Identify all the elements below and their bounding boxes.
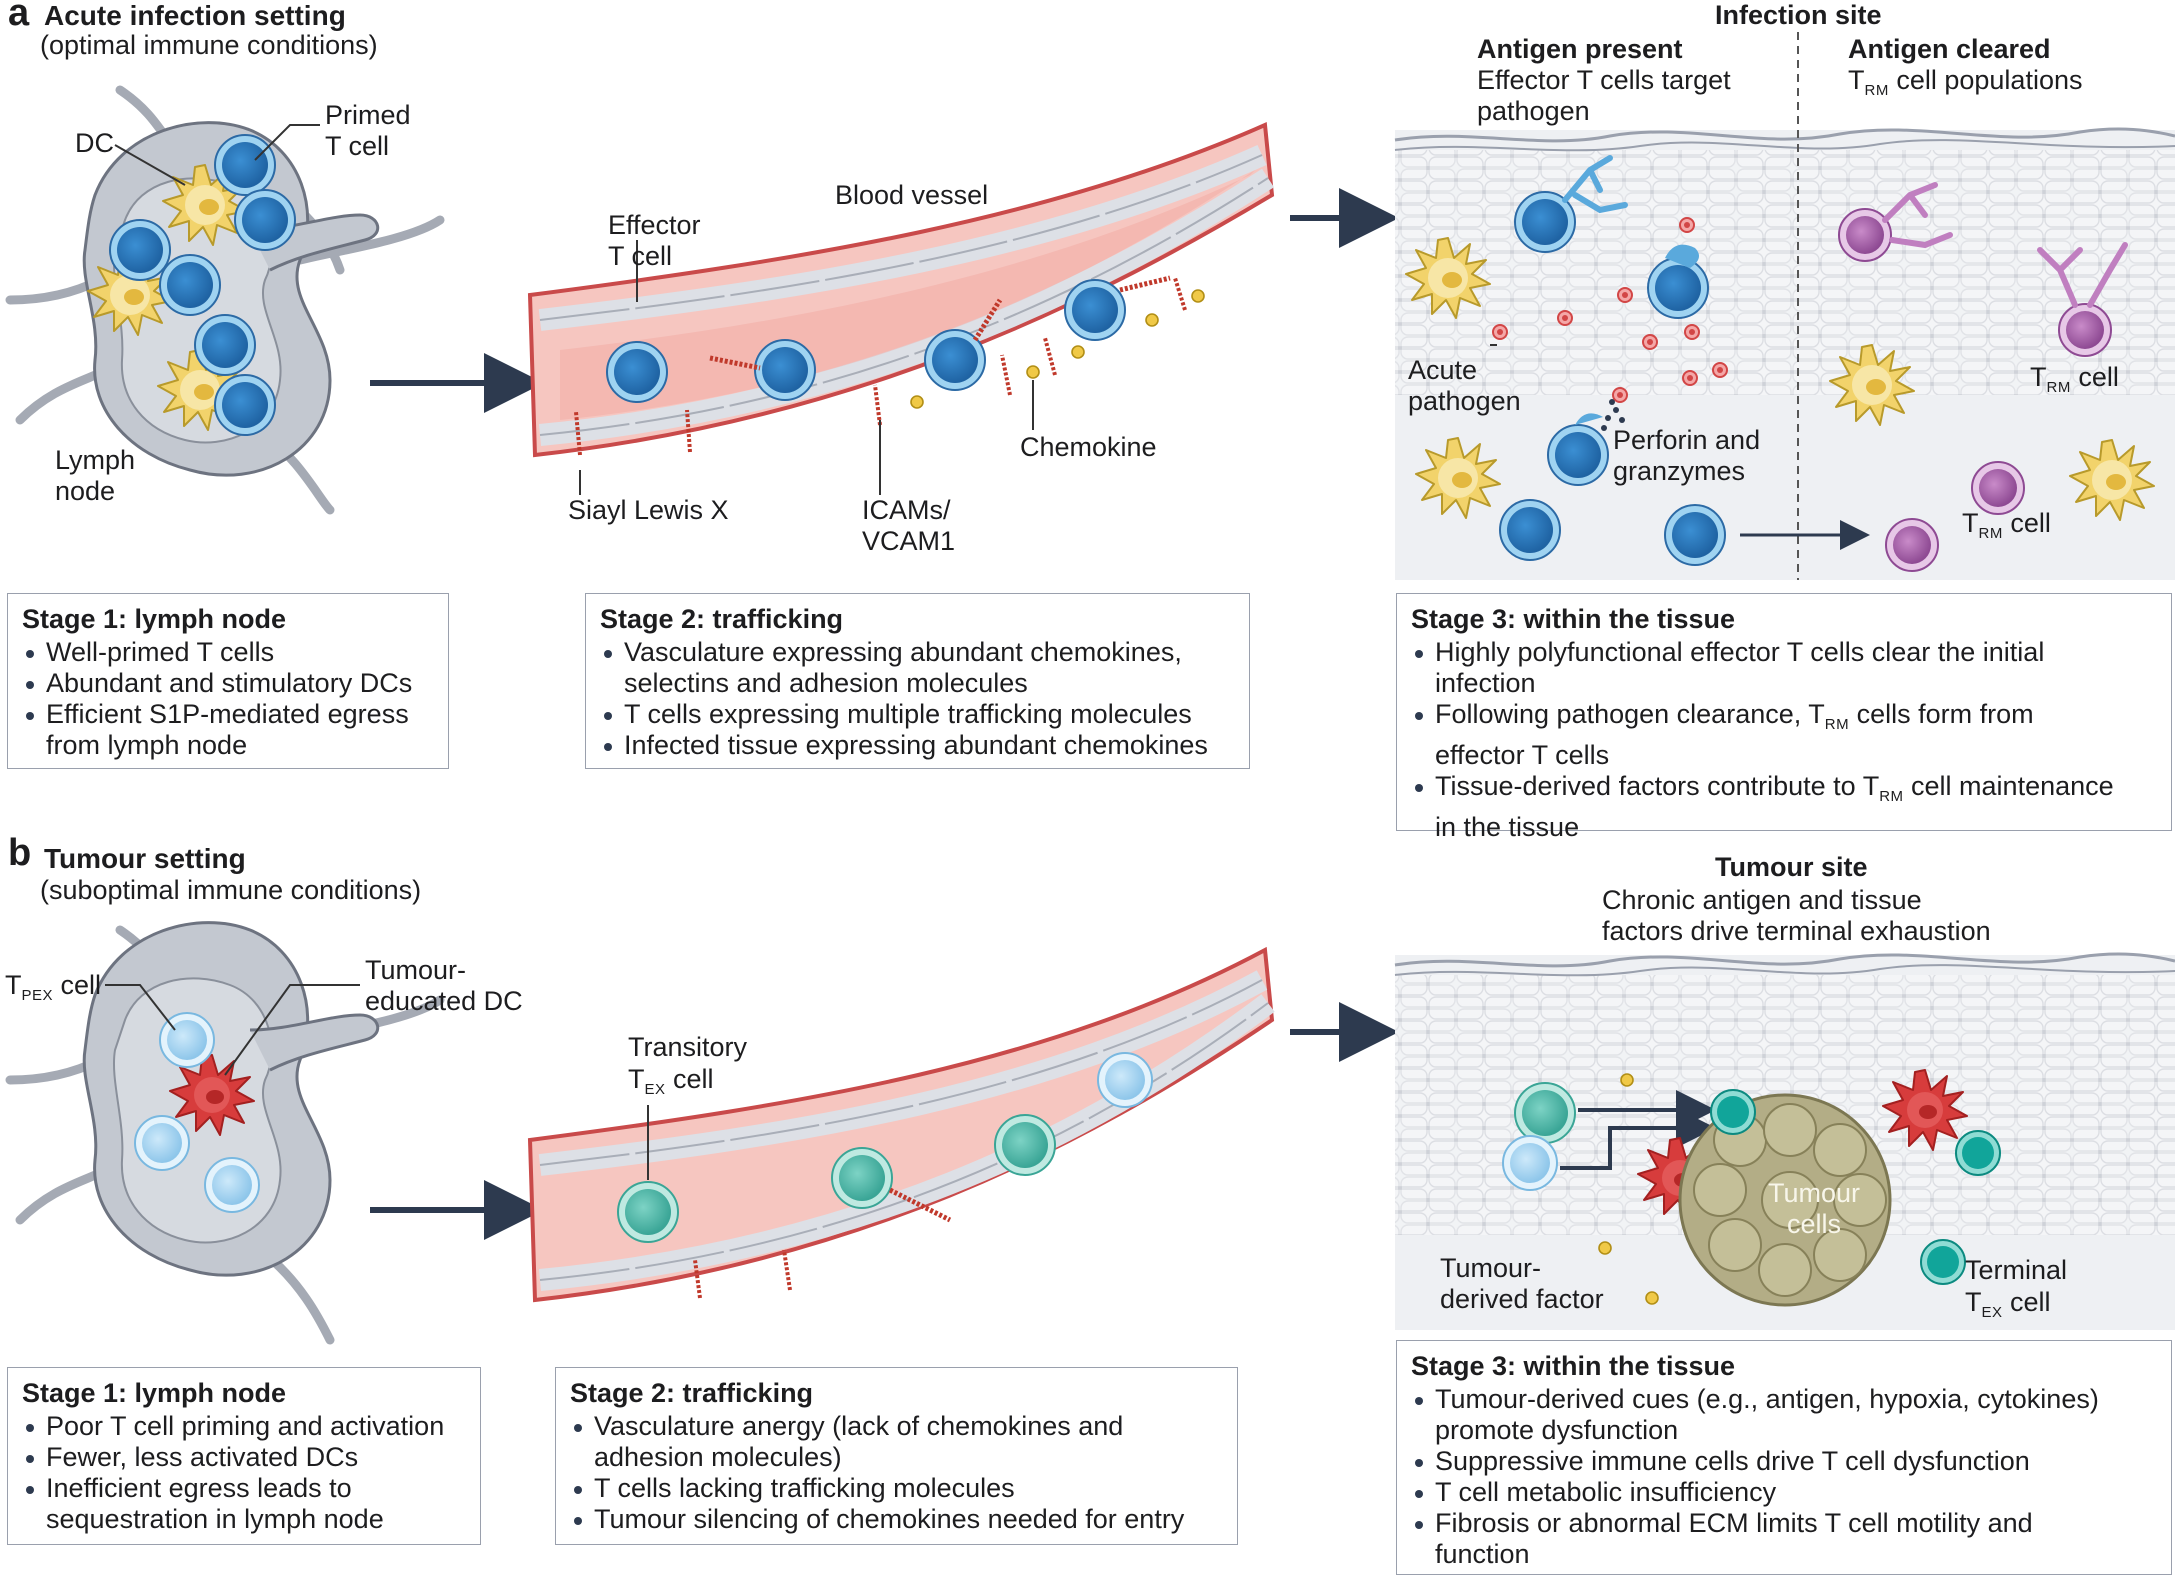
label-tumour-educated-dc: Tumour- educated DC [365, 955, 523, 1016]
label-terminal-tex-cell: TEX cell [1965, 1287, 2051, 1321]
stage2-title-a: Stage 2: trafficking [600, 604, 844, 634]
stage2-a-item: T cells expressing multiple trafficking … [600, 699, 1235, 730]
stage1-a-item: Well-primed T cells [22, 637, 434, 668]
panel-b-subtitle: (suboptimal immune conditions) [40, 875, 422, 905]
label-siayl-lewis-x: Siayl Lewis X [568, 495, 729, 525]
label-trm-cell-1: TRM cell [2030, 362, 2119, 396]
panel-b-title: Tumour setting [44, 843, 246, 874]
stage1-a-item: Abundant and stimulatory DCs [22, 668, 434, 699]
panel-a-subtitle: (optimal immune conditions) [40, 30, 378, 60]
label-effector-t-cell: Effector T cell [608, 210, 701, 271]
label-antigen-present: Antigen present [1477, 34, 1683, 64]
blood-vessel-b [527, 946, 1275, 1303]
label-dc: DC [75, 128, 114, 158]
lymph-node-a [5, 85, 445, 515]
tumour-site-tissue [1394, 952, 2175, 1330]
stage3-b-item: T cell metabolic insufficiency [1411, 1477, 2157, 1508]
label-transitory: Transitory [628, 1032, 748, 1062]
label-lymph-node: Lymph node [55, 445, 136, 506]
label-tumour-site-desc: Chronic antigen and tissue factors drive… [1602, 885, 1991, 946]
stage3-b-item: Fibrosis or abnormal ECM limits T cell m… [1411, 1508, 2157, 1570]
label-terminal: Terminal [1965, 1255, 2068, 1285]
stage1-box-b: Stage 1: lymph node Poor T cell priming … [7, 1367, 481, 1545]
stage3-a-item: Following pathogen clearance, TRM cells … [1411, 699, 2157, 771]
stage1-title-b: Stage 1: lymph node [22, 1378, 287, 1408]
stage2-a-item: Vasculature expressing abundant chemokin… [600, 637, 1235, 699]
stage2-a-item: Infected tissue expressing abundant chem… [600, 730, 1235, 761]
label-antigen-cleared: Antigen cleared [1848, 34, 2051, 64]
label-icams-vcam1: ICAMs/ VCAM1 [862, 495, 956, 556]
label-infection-site: Infection site [1715, 0, 1882, 30]
panel-a-title: Acute infection setting [44, 0, 346, 31]
label-chemokine: Chemokine [1020, 432, 1157, 462]
lymph-node-b [5, 921, 445, 1345]
blood-vessel-a [527, 122, 1275, 495]
label-acute-pathogen: Acute pathogen [1408, 355, 1521, 416]
label-tumour-derived-factor: Tumour- derived factor [1440, 1253, 1604, 1314]
label-primed-t-cell: Primed T cell [325, 100, 411, 161]
tumour-mass [1678, 1093, 1892, 1307]
stage1-box-a: Stage 1: lymph node Well-primed T cells … [7, 593, 449, 769]
stage1-title-a: Stage 1: lymph node [22, 604, 287, 634]
stage3-box-a: Stage 3: within the tissue Highly polyfu… [1396, 593, 2172, 842]
label-tex-cell: TEX cell [628, 1064, 714, 1098]
stage1-b-item: Inefficient egress leads to sequestratio… [22, 1473, 466, 1535]
panel-a-letter: a [8, 0, 30, 34]
stage3-title-a: Stage 3: within the tissue [1411, 604, 1736, 634]
stage3-b-item: Tumour-derived cues (e.g., antigen, hypo… [1411, 1384, 2157, 1446]
stage1-b-item: Poor T cell priming and activation [22, 1411, 466, 1442]
infection-site-tissue [1394, 32, 2175, 580]
stage3-title-b: Stage 3: within the tissue [1411, 1351, 1736, 1381]
stage2-b-item: Vasculature anergy (lack of chemokines a… [570, 1411, 1223, 1473]
label-tumour-cells: Tumour cells [1768, 1178, 1861, 1239]
label-tumour-site: Tumour site [1715, 852, 1868, 882]
stage1-b-item: Fewer, less activated DCs [22, 1442, 466, 1473]
label-trm-cell-2: TRM cell [1962, 508, 2051, 542]
stage2-box-b: Stage 2: trafficking Vasculature anergy … [555, 1367, 1238, 1545]
stage2-b-item: T cells lacking trafficking molecules [570, 1473, 1223, 1504]
panel-b-letter: b [8, 832, 32, 874]
stage2-title-b: Stage 2: trafficking [570, 1378, 814, 1408]
stage3-b-item: Suppressive immune cells drive T cell dy… [1411, 1446, 2157, 1477]
stage3-box-b: Stage 3: within the tissue Tumour-derive… [1396, 1340, 2172, 1575]
label-trm-cell-populations: TRM cell populations [1848, 65, 2083, 99]
label-blood-vessel: Blood vessel [835, 180, 989, 210]
stage3-a-item: Highly polyfunctional effector T cells c… [1411, 637, 2157, 699]
stage2-b-item: Tumour silencing of chemokines needed fo… [570, 1504, 1223, 1535]
stage3-a-item: Tissue-derived factors contribute to TRM… [1411, 771, 2157, 843]
label-perforin-granzymes: Perforin and granzymes [1613, 425, 1761, 486]
label-tpex-cell: TPEX cell [5, 970, 102, 1004]
label-antigen-present-desc: Effector T cells target pathogen [1477, 65, 1731, 126]
stage1-a-item: Efficient S1P-mediated egress from lymph… [22, 699, 434, 761]
stage2-box-a: Stage 2: trafficking Vasculature express… [585, 593, 1250, 769]
